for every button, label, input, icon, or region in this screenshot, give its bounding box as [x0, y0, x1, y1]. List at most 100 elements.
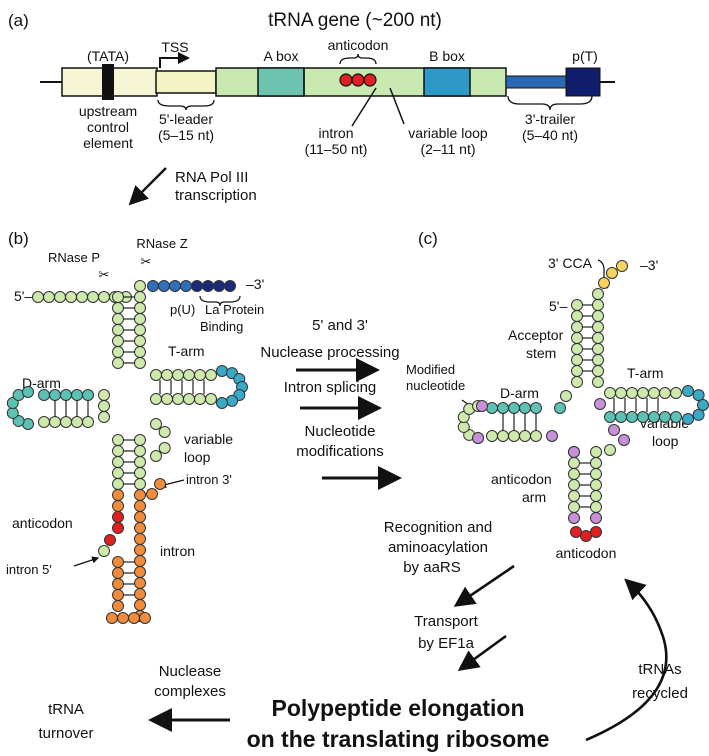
nucleotide-bead — [571, 354, 583, 366]
nucleotide-bead — [497, 430, 509, 442]
nucleotide-bead — [60, 416, 72, 428]
nucleotide-bead — [112, 522, 124, 534]
nucleotide-bead — [682, 413, 694, 425]
nucleotide-bead — [648, 411, 660, 423]
ac-arm-label-2: arm — [522, 489, 546, 505]
recog-label-2: aminoacylation — [388, 539, 488, 556]
pu-label-3: Binding — [200, 319, 243, 334]
nucleotide-bead — [139, 612, 151, 624]
nucleotide-bead — [568, 512, 580, 524]
varloop-label-2: (2–11 nt) — [421, 141, 476, 157]
transport-arrow — [457, 634, 507, 672]
intron-pointer — [351, 87, 377, 127]
nucleotide-bead — [590, 446, 602, 458]
elongation-label-2: on the translating ribosome — [247, 726, 550, 752]
nucleotide-bead — [590, 479, 602, 491]
nucleotide-bead — [154, 478, 166, 490]
modified-label-2: nucleotide — [406, 378, 465, 393]
upstream-label-1: upstream — [79, 103, 137, 119]
nucleotide-bead — [134, 577, 146, 589]
nucleotide-bead — [580, 530, 592, 542]
nucleotide-bead — [38, 416, 50, 428]
nucleotide-bead — [202, 280, 214, 292]
nucleotide-bead — [216, 397, 228, 409]
step3-label-b: modifications — [296, 443, 384, 460]
nucleotide-bead — [590, 512, 602, 524]
elongation-label-1: Polypeptide elongation — [271, 695, 524, 721]
intron-label-b: intron — [160, 543, 195, 559]
nucleotide-bead — [112, 434, 124, 446]
nucleotide-bead — [457, 420, 470, 433]
nucleotide-bead — [65, 291, 77, 303]
nucleotide-bead — [180, 280, 192, 292]
nucleotide-bead — [60, 389, 72, 401]
intron5-label: intron 5' — [6, 562, 52, 577]
nucleotide-bead — [530, 430, 542, 442]
nucleotide-bead — [158, 426, 171, 438]
nucleotide-bead — [637, 411, 649, 423]
nucleotide-bead — [606, 267, 618, 279]
nucleotide-bead — [6, 397, 19, 410]
nucleotide-bead — [112, 556, 124, 568]
nucleotide-bead — [134, 302, 146, 314]
nucleotide-bead — [128, 612, 140, 624]
nucleotide-bead — [604, 387, 616, 399]
nucleotide-bead — [71, 389, 83, 401]
nucleotide-bead — [134, 324, 146, 336]
nucleotide-bead — [590, 468, 602, 480]
nucleotide-bead — [486, 430, 498, 442]
nucleotide-bead — [71, 416, 83, 428]
nucleotide-bead — [604, 444, 616, 456]
nucleotide-bead — [615, 387, 627, 399]
tata-box — [102, 64, 114, 100]
nucleotide-bead — [112, 589, 124, 601]
upstream-label-2: control — [87, 119, 129, 135]
nucleotide-bead — [546, 430, 558, 442]
nucleotide-bead — [150, 393, 162, 405]
variable-label-c-2: loop — [652, 433, 679, 449]
intron3-label: intron 3' — [186, 472, 232, 487]
nucleotide-bead — [172, 369, 184, 381]
nucleotide-bead — [150, 418, 162, 430]
nucleotide-bead — [112, 500, 124, 512]
nucleotide-bead — [112, 357, 124, 369]
nucleotide-bead — [134, 544, 146, 556]
nucleotide-bead — [226, 394, 238, 407]
nucleotide-bead — [43, 291, 55, 303]
acceptor-label-1: Acceptor — [508, 327, 564, 343]
nucleotide-bead — [682, 385, 694, 397]
nucleotide-bead — [147, 280, 159, 292]
nucleotide-bead — [158, 280, 170, 292]
a-box — [257, 67, 305, 97]
recog-label-3: by aaRS — [403, 559, 461, 576]
nucleotide-bead — [571, 310, 583, 322]
nucleotide-bead — [224, 280, 236, 292]
nucleotide-bead — [590, 526, 602, 538]
nucleotide-bead — [608, 424, 620, 436]
nucleotide-bead — [112, 489, 124, 501]
anticodon-nt-2 — [351, 73, 365, 87]
nucleotide-bead — [592, 332, 604, 344]
nucleotide-bead — [98, 400, 110, 412]
nucleotide-bead — [22, 386, 34, 398]
nucleotide-bead — [590, 490, 602, 502]
pol3-arrow — [128, 167, 167, 206]
tss-label: TSS — [161, 39, 188, 55]
nucleotide-bead — [508, 402, 520, 414]
nucleotide-bead — [697, 399, 709, 411]
nucleotide-bead — [146, 488, 158, 500]
trailer-label-1: 3'-trailer — [525, 111, 575, 127]
nucleotide-bead — [554, 402, 566, 414]
nucleotide-bead — [112, 578, 124, 590]
panel-a-label: (a) — [8, 11, 29, 30]
nucleotide-bead — [560, 390, 572, 402]
ac-arm-label-1: anticodon — [491, 471, 552, 487]
trna-cycle: Recognition and aminoacylation by aaRS T… — [38, 519, 687, 752]
variable-label-b-2: loop — [184, 449, 211, 465]
nucleotide-bead — [38, 389, 50, 401]
anticodon-nt-3 — [363, 73, 377, 87]
intron-label-1: intron — [318, 125, 353, 141]
recycled-label-2: recycled — [632, 685, 688, 702]
